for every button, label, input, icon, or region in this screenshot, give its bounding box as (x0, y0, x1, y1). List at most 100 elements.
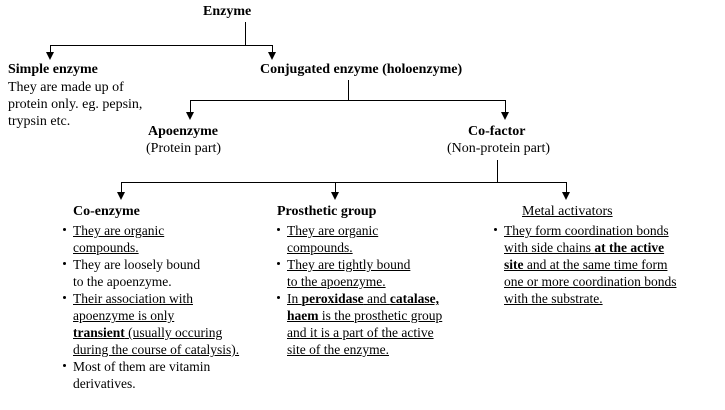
bullet-line: site and at the same time form (504, 256, 722, 273)
bullet-item: Most of them are vitamin derivatives. (63, 358, 263, 392)
bullet-dot-icon (277, 228, 280, 231)
connector-apoenzyme-drop (190, 100, 191, 114)
text-run: compounds. (73, 240, 139, 255)
node-simple-enzyme: Simple enzyme (8, 62, 98, 77)
text-run: to the apoenzyme. (287, 274, 386, 289)
text-run: with side chains (504, 240, 595, 255)
bullet-line: site of the enzyme. (287, 341, 492, 358)
header-metal-activators: Metal activators (522, 204, 613, 219)
text-run: site (504, 257, 524, 272)
arrow-to-simple-enzyme (46, 52, 54, 60)
bullet-line: during the course of catalysis). (73, 341, 263, 358)
text-run: at the active (594, 240, 665, 255)
arrow-to-co-enzyme (117, 192, 125, 200)
text-run: apoenzyme is only (73, 308, 175, 323)
text-run: compounds. (287, 240, 353, 255)
bullet-line: compounds. (287, 239, 492, 256)
node-cofactor-sublabel: (Non-protein part) (447, 141, 551, 156)
text-run: They are organic (73, 223, 165, 238)
bullet-line: They are organic (73, 222, 263, 239)
text-run: haem (287, 308, 319, 323)
text-run: (usually occuring (124, 325, 223, 340)
bullet-line: to the apoenzyme. (287, 273, 492, 290)
bullet-dot-icon (63, 262, 66, 265)
simple-enzyme-description-line-3: trypsin etc. (8, 114, 71, 129)
arrow-to-conjugated-enzyme (268, 52, 276, 60)
bullet-dot-icon (63, 296, 66, 299)
connector-level3-bar (121, 182, 566, 183)
arrow-to-metal-activators (562, 192, 570, 200)
node-apoenzyme: Apoenzyme (148, 124, 218, 139)
connector-root-right-drop (272, 45, 273, 54)
bullet-item: They are loosely bound to the apoenzyme. (63, 256, 263, 290)
bullet-item: They are organic compounds. (277, 222, 492, 256)
bullet-item: In peroxidase and catalase,haem is the p… (277, 290, 492, 358)
bullet-line: apoenzyme is only (73, 307, 263, 324)
bullet-line: They are tightly bound (287, 256, 492, 273)
node-enzyme: Enzyme (203, 4, 252, 19)
text-run: derivatives. (73, 376, 136, 391)
text-run: Most of them are vitamin (73, 359, 211, 374)
connector-root-stem (245, 22, 246, 45)
text-run: is the prosthetic group (318, 308, 443, 323)
bullet-line: Their association with (73, 290, 263, 307)
arrow-to-prosthetic-group (331, 192, 339, 200)
text-run: Their association with (73, 291, 193, 306)
text-run: They are tightly bound (287, 257, 411, 272)
header-prosthetic-group: Prosthetic group (277, 204, 377, 219)
bullet-item: Their association with apoenzyme is only t… (63, 290, 263, 358)
simple-enzyme-description: They are made up of protein only. eg. pe… (8, 79, 142, 130)
text-run: to the apoenzyme. (73, 274, 172, 289)
node-apoenzyme-sublabel: (Protein part) (146, 141, 222, 156)
text-run: In (287, 291, 302, 306)
connector-conjugated-stem (348, 80, 349, 100)
bullet-list-metal-activators: They form coordination bonds with side ch… (494, 222, 722, 307)
node-cofactor: Co-factor (468, 124, 526, 139)
text-run: and it is a part of the active (287, 325, 434, 340)
bullet-line: derivatives. (73, 375, 263, 392)
text-run: with the substrate. (504, 291, 603, 306)
bullet-line: and it is a part of the active (287, 324, 492, 341)
bullet-line: with the substrate. (504, 290, 722, 307)
bullet-dot-icon (63, 364, 66, 367)
text-run: site of the enzyme. (287, 342, 389, 357)
connector-root-bar (50, 45, 273, 46)
bullet-dot-icon (494, 228, 497, 231)
connector-metal-drop (566, 182, 567, 194)
bullet-line: They form coordination bonds (504, 222, 722, 239)
text-run: They are organic (287, 223, 379, 238)
header-co-enzyme: Co-enzyme (73, 204, 140, 219)
bullet-line: In peroxidase and catalase, (287, 290, 492, 307)
connector-prosthetic-drop (335, 182, 336, 194)
bullet-item: They are organic compounds. (63, 222, 263, 256)
simple-enzyme-description-line-2: protein only. eg. pepsin, (8, 97, 143, 112)
bullet-line: to the apoenzyme. (73, 273, 263, 290)
text-run: They form coordination bonds (504, 223, 669, 238)
connector-root-left-drop (50, 45, 51, 54)
text-run: and at the same time form (523, 257, 668, 272)
text-run: They are loosely bound (73, 257, 201, 272)
simple-enzyme-description-line-1: They are made up of (8, 80, 124, 95)
text-run: transient (73, 325, 125, 340)
bullet-item: They form coordination bonds with side ch… (494, 222, 722, 307)
bullet-line: compounds. (73, 239, 263, 256)
arrow-to-cofactor (501, 112, 509, 120)
bullet-item: They are tightly bound to the apoenzyme. (277, 256, 492, 290)
connector-cofactor-drop (505, 100, 506, 114)
bullet-dot-icon (277, 262, 280, 265)
text-run: peroxidase (301, 291, 364, 306)
text-run: and (363, 291, 390, 306)
bullet-line: one or more coordination bonds (504, 273, 722, 290)
connector-coenzyme-drop (121, 182, 122, 194)
bullet-line: Most of them are vitamin (73, 358, 263, 375)
arrow-to-apoenzyme (186, 112, 194, 120)
text-run: during the course of catalysis). (73, 342, 240, 357)
bullet-line: They are organic (287, 222, 492, 239)
bullet-line: haem is the prosthetic group (287, 307, 492, 324)
bullet-dot-icon (63, 228, 66, 231)
text-run: one or more coordination bonds (504, 274, 677, 289)
node-conjugated-enzyme: Conjugated enzyme (holoenzyme) (260, 62, 463, 77)
